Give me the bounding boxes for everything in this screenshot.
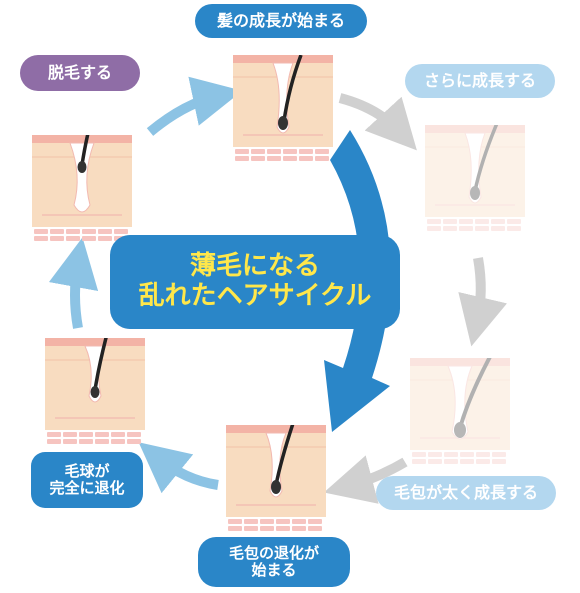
arrow-thick-to-regress-icon — [323, 455, 408, 504]
hair-follicle-icon — [226, 425, 326, 531]
arrow-bulb-to-shed-icon — [48, 237, 99, 329]
follicle-shedding — [32, 135, 132, 245]
hair-follicle-icon — [233, 55, 333, 161]
label-further-growth: さらに成長する — [405, 64, 555, 98]
label-bulb-regress: 毛球が 完全に退化 — [31, 452, 143, 508]
arrow-regress-to-bulb-icon — [138, 442, 219, 494]
hair-follicle-icon — [410, 358, 510, 464]
follicle-thick-growth — [410, 358, 510, 468]
banner-line-1: 薄毛になる — [189, 251, 320, 282]
arrow-further-to-thick-icon — [458, 257, 508, 347]
big-shortcut-arrow-icon — [324, 130, 391, 432]
hair-follicle-icon — [425, 125, 525, 231]
banner-line-2: 乱れたヘアサイクル — [138, 281, 372, 311]
hair-follicle-icon — [32, 135, 132, 241]
follicle-regress-start — [226, 425, 326, 535]
hair-follicle-icon — [45, 338, 145, 444]
arrow-grow-to-further-icon — [338, 93, 417, 151]
label-follicle-thick: 毛包が太く成長する — [376, 476, 556, 510]
label-follicle-regress: 毛包の退化が 始まる — [198, 537, 350, 587]
label-shedding: 脱毛する — [20, 55, 140, 91]
label-growth-start: 髪の成長が始まる — [195, 4, 367, 38]
banner: 薄毛になる 乱れたヘアサイクル — [110, 235, 400, 329]
follicle-further-growth — [425, 125, 525, 235]
follicle-bulb-regress — [45, 338, 145, 448]
follicle-growth-start — [233, 55, 333, 165]
arrow-shed-to-grow-icon — [146, 76, 243, 136]
